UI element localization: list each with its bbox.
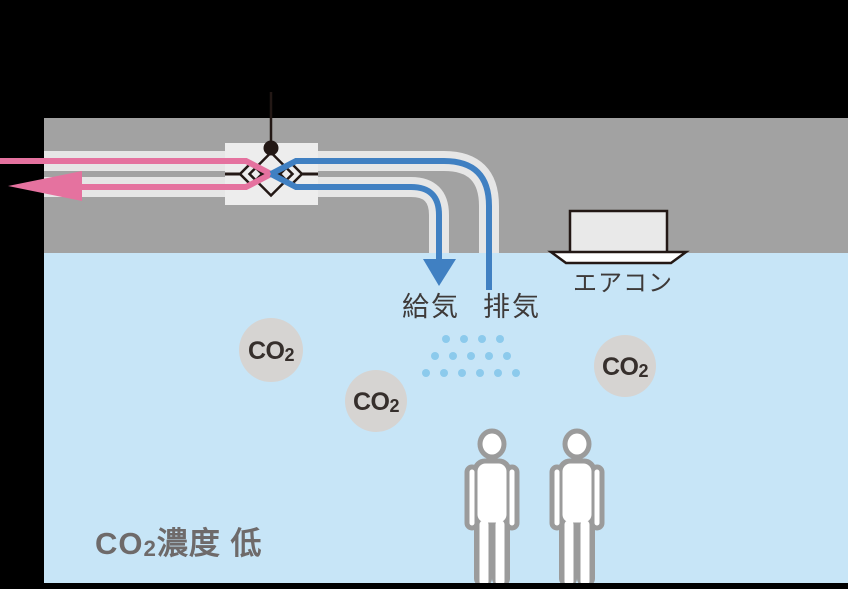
- unit-pointer-dot: [263, 140, 279, 156]
- exhaust-outlet-line: [80, 171, 273, 190]
- co2-bubble: [345, 370, 407, 432]
- co2-bubble-label: CO2: [221, 339, 321, 364]
- co2-bubble: [239, 318, 303, 382]
- caption-text: 濃度 低: [156, 526, 263, 561]
- exhaust-air-line: [269, 158, 492, 290]
- fresh-air-inlet-line: [0, 158, 273, 177]
- exhaust-air-label: 排気: [462, 294, 562, 321]
- co2-level-caption: CO2濃度 低: [95, 528, 263, 561]
- co2-subscript: 2: [638, 360, 648, 381]
- exhaust-air-label-text: 排気: [483, 292, 541, 322]
- co2-bubble: [594, 335, 656, 397]
- caption-co2-symbol: CO: [95, 526, 144, 561]
- supply-air-line: [269, 171, 442, 262]
- caption-co2-subscript: 2: [143, 536, 157, 562]
- supply-air-label-text: 給気: [402, 292, 460, 322]
- co2-bubble-label: CO2: [326, 390, 426, 415]
- co2-symbol: CO: [352, 388, 390, 416]
- co2-bubble-label: CO2: [575, 355, 675, 380]
- exhaust-out-arrow-icon: [8, 171, 82, 201]
- air-conditioner-label: エアコン: [553, 272, 693, 296]
- co2-symbol: CO: [247, 337, 285, 365]
- air-conditioner-icon: [547, 209, 690, 265]
- air-conditioner-label-text: エアコン: [573, 270, 673, 297]
- supply-down-arrow-icon: [423, 259, 456, 286]
- floor-line: [0, 583, 848, 589]
- supply-air-label: 給気: [381, 294, 481, 321]
- co2-symbol: CO: [601, 353, 639, 381]
- co2-subscript: 2: [389, 395, 399, 416]
- room-interior: [44, 253, 848, 583]
- supply-air-diffusion-dots: [422, 335, 520, 377]
- co2-subscript: 2: [284, 344, 294, 365]
